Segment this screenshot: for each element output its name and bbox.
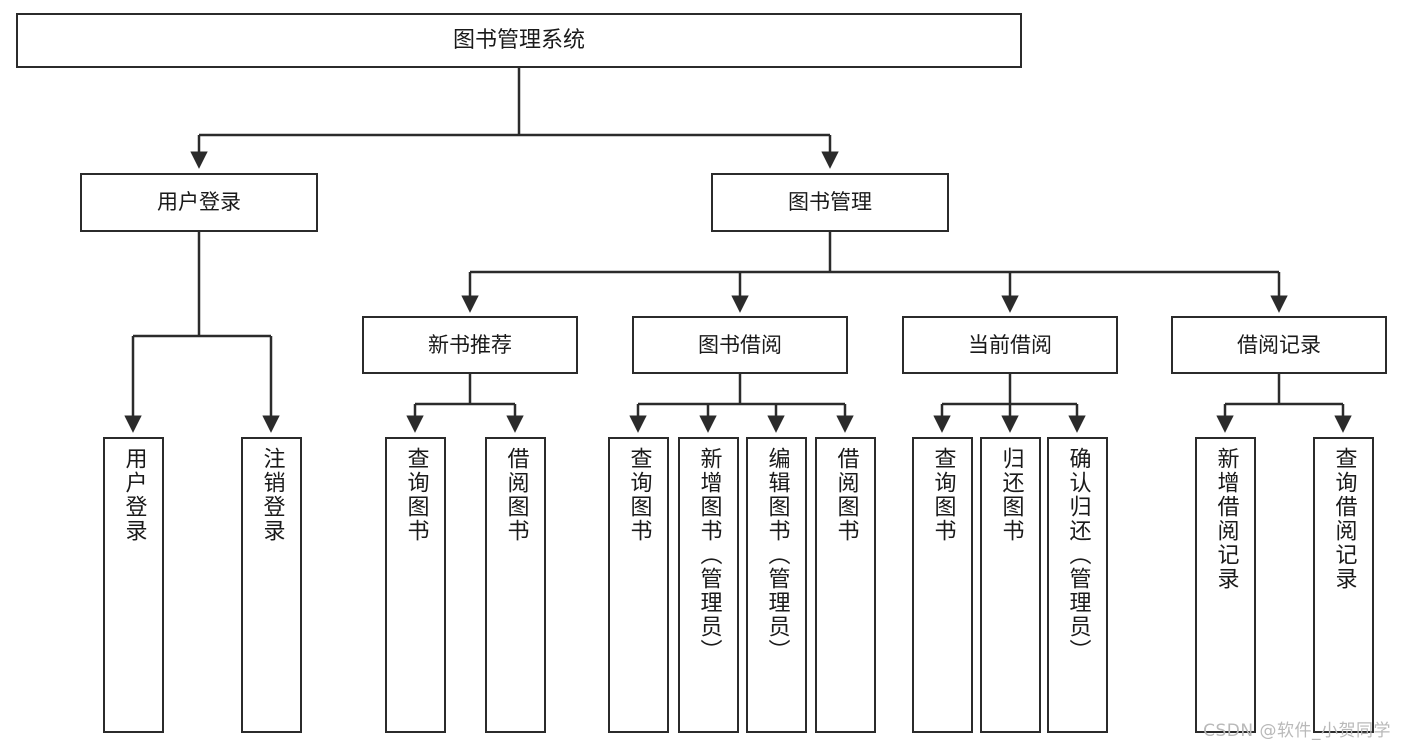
leaf-query-book-borrow[interactable]: 查询图书 (608, 437, 669, 733)
node-label: 用户登录 (121, 447, 147, 543)
node-book-management[interactable]: 图书管理 (711, 173, 949, 232)
csdn-watermark: CSDN @软件_小贺同学 (1203, 721, 1391, 741)
node-label: 新增借阅记录 (1213, 447, 1239, 591)
leaf-return-book[interactable]: 归还图书 (980, 437, 1041, 733)
node-label: 借阅图书 (833, 447, 859, 543)
node-label: 查询图书 (403, 447, 429, 543)
node-label: 借阅记录 (1237, 332, 1321, 357)
leaf-borrow-book[interactable]: 借阅图书 (815, 437, 876, 733)
leaf-add-borrow-record[interactable]: 新增借阅记录 (1195, 437, 1256, 733)
node-label: 查询借阅记录 (1331, 447, 1357, 591)
leaf-add-book-admin[interactable]: 新增图书（管理员） (678, 437, 739, 733)
leaf-edit-book-admin[interactable]: 编辑图书（管理员） (746, 437, 807, 733)
node-label: 借阅图书 (503, 447, 529, 543)
node-label: 注销登录 (259, 447, 285, 543)
node-new-book-recommend[interactable]: 新书推荐 (362, 316, 578, 374)
leaf-query-book-current[interactable]: 查询图书 (912, 437, 973, 733)
leaf-confirm-return-admin[interactable]: 确认归还（管理员） (1047, 437, 1108, 733)
node-borrow-record[interactable]: 借阅记录 (1171, 316, 1387, 374)
node-label: 查询图书 (930, 447, 956, 543)
leaf-query-borrow-record[interactable]: 查询借阅记录 (1313, 437, 1374, 733)
leaf-logout-login[interactable]: 注销登录 (241, 437, 302, 733)
node-label: 归还图书 (998, 447, 1024, 543)
node-root-book-management-system[interactable]: 图书管理系统 (16, 13, 1022, 68)
node-label: 编辑图书（管理员） (764, 447, 790, 663)
node-label: 图书管理 (788, 190, 872, 215)
node-user-login[interactable]: 用户登录 (80, 173, 318, 232)
leaf-user-login[interactable]: 用户登录 (103, 437, 164, 733)
node-label: 当前借阅 (968, 332, 1052, 357)
node-label: 图书借阅 (698, 332, 782, 357)
node-label: 用户登录 (157, 190, 241, 215)
node-current-borrow[interactable]: 当前借阅 (902, 316, 1118, 374)
leaf-query-book-recommend[interactable]: 查询图书 (385, 437, 446, 733)
node-label: 图书管理系统 (452, 27, 585, 53)
leaf-borrow-book-recommend[interactable]: 借阅图书 (485, 437, 546, 733)
node-label: 查询图书 (626, 447, 652, 543)
node-label: 新书推荐 (428, 332, 512, 357)
node-label: 确认归还（管理员） (1065, 447, 1091, 663)
node-label: 新增图书（管理员） (696, 447, 722, 663)
node-book-borrow[interactable]: 图书借阅 (632, 316, 848, 374)
